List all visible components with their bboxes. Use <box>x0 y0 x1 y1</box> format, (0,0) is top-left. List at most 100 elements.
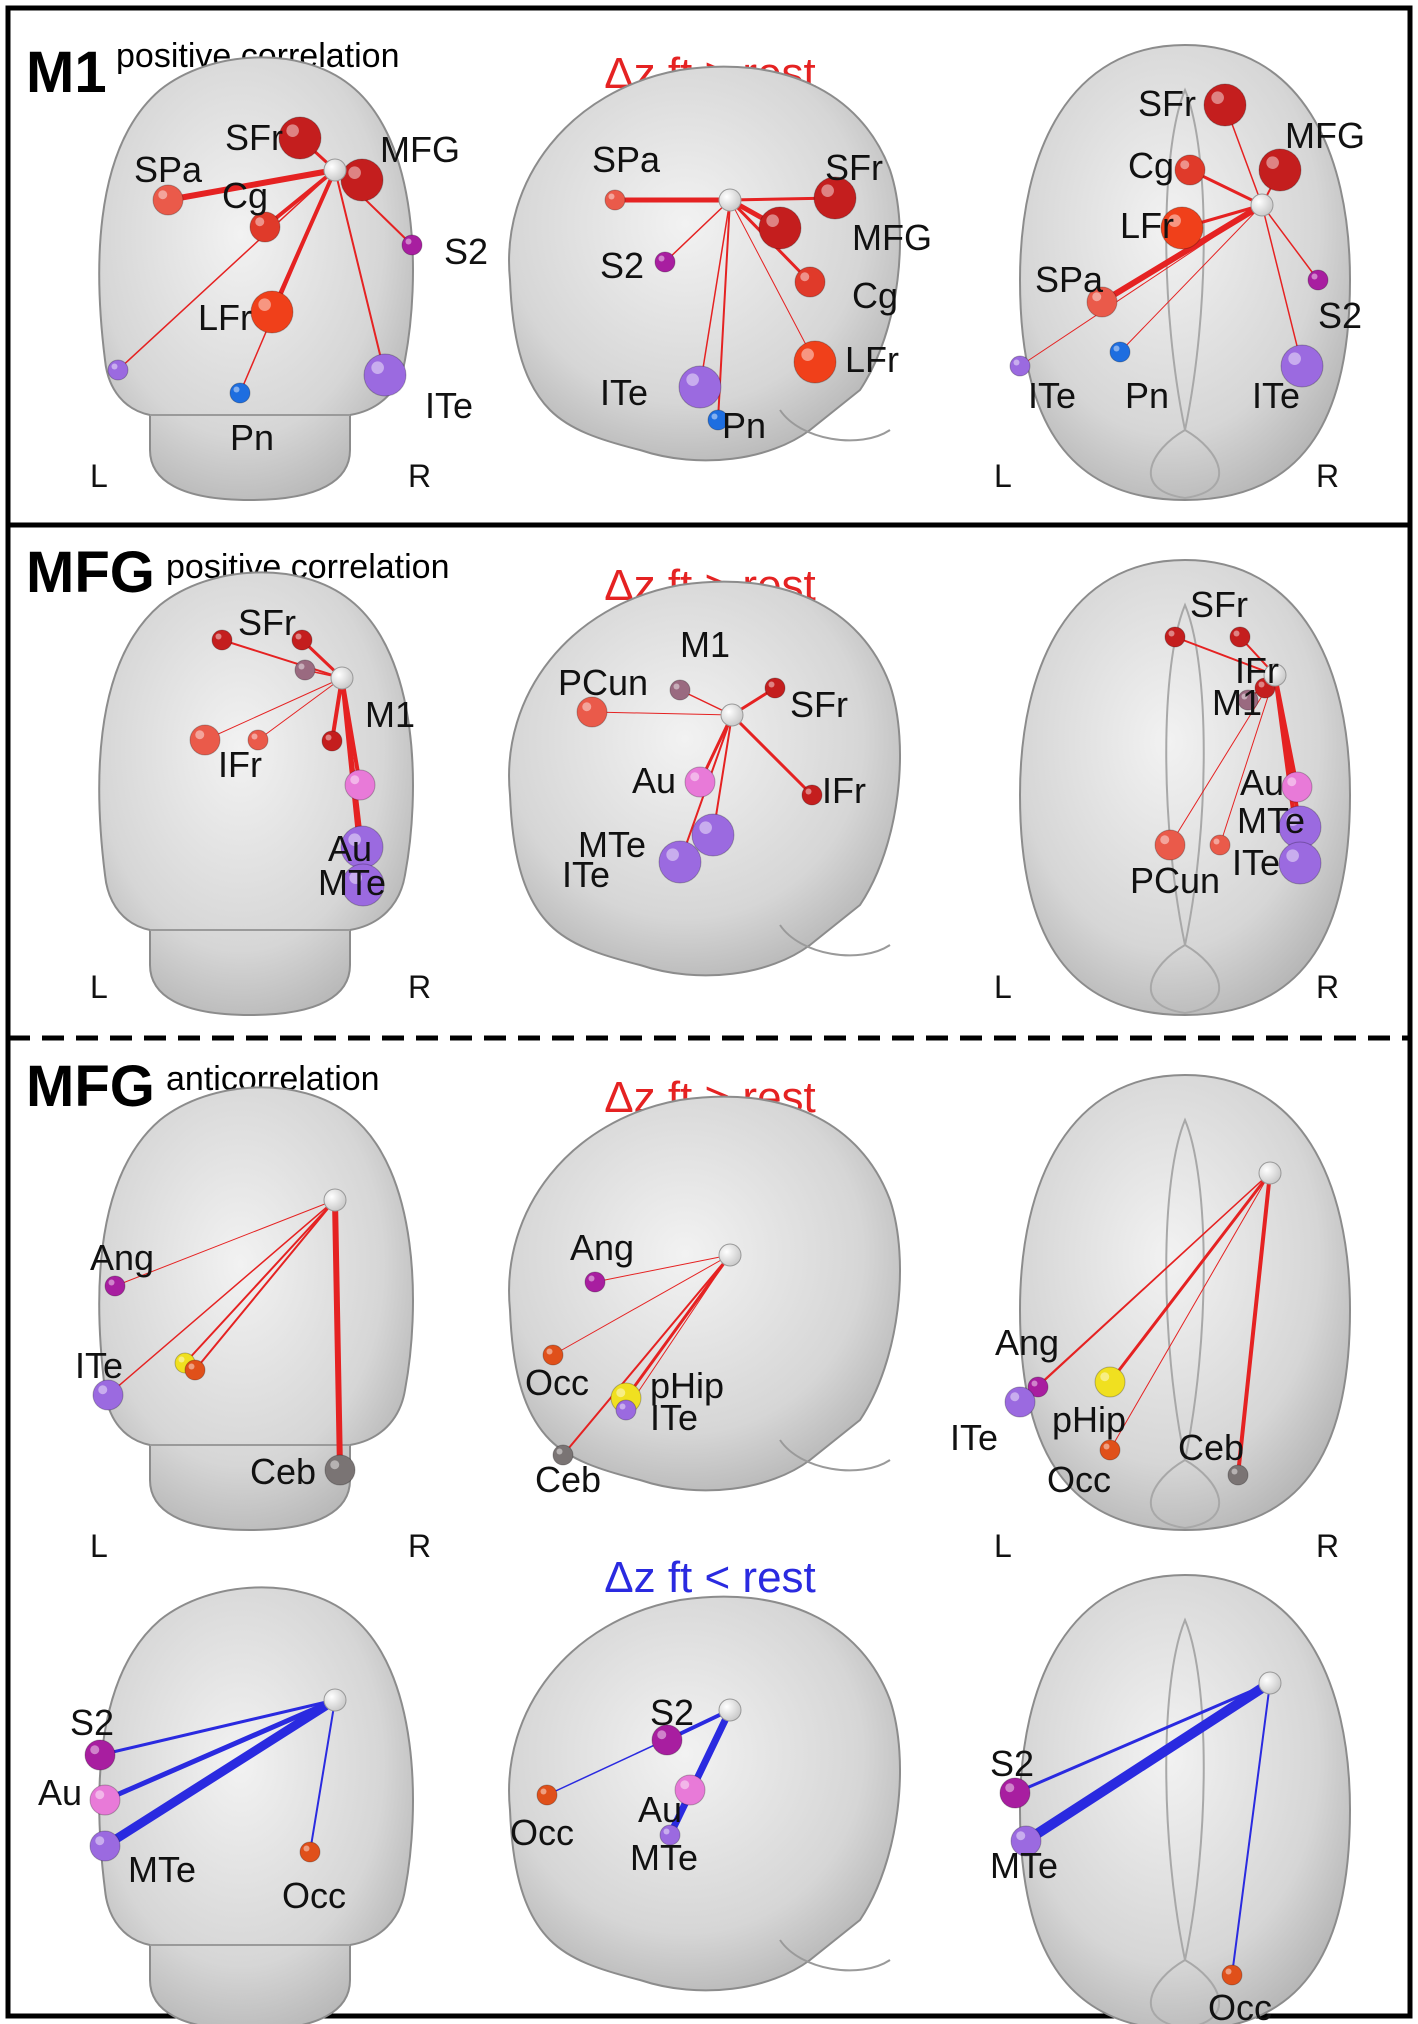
node-highlight <box>1016 1831 1026 1841</box>
node-highlight <box>690 772 700 782</box>
seed-node <box>323 1688 347 1712</box>
region-label: LFr <box>198 297 252 338</box>
node-highlight <box>608 193 615 200</box>
node-highlight <box>1213 838 1220 845</box>
seed-title: MFG <box>26 1054 155 1119</box>
connection-edge <box>114 1199 336 1287</box>
node-highlight <box>768 681 775 688</box>
connection-edge <box>664 199 731 263</box>
node-highlight <box>1287 777 1297 787</box>
seed-node <box>323 158 347 182</box>
connection-edge <box>1013 1681 1272 1795</box>
seed-node <box>1258 1671 1282 1695</box>
node-highlight <box>1231 1468 1238 1475</box>
node-highlight <box>801 348 814 361</box>
region-node <box>1010 1825 1042 1857</box>
node-highlight <box>286 124 299 137</box>
region-label: PCun <box>1130 860 1220 901</box>
node-highlight <box>1113 345 1120 352</box>
region-label: Au <box>38 1772 82 1813</box>
node-highlight <box>195 730 205 740</box>
region-label: S2 <box>70 1702 114 1743</box>
connection-edge <box>1019 1172 1271 1403</box>
region-label: MTe <box>318 862 386 903</box>
region-node <box>299 1841 321 1863</box>
node-highlight <box>686 373 699 386</box>
region-label: Occ <box>282 1875 346 1916</box>
region-node <box>1209 834 1231 856</box>
node-highlight <box>1258 681 1265 688</box>
connection-edge <box>100 1695 340 1851</box>
connection-edge <box>257 677 343 741</box>
region-node <box>1094 1366 1126 1398</box>
node-highlight <box>805 788 812 795</box>
region-node <box>794 266 826 298</box>
connection-edge <box>184 1199 336 1364</box>
seed-node <box>718 1698 742 1722</box>
region-label: IFr <box>1235 650 1279 691</box>
connection-edge <box>1236 1171 1272 1477</box>
node-highlight <box>95 1836 105 1846</box>
left-label: L <box>994 1528 1012 1564</box>
node-highlight <box>111 363 118 370</box>
node-highlight <box>1168 630 1175 637</box>
node-highlight <box>699 821 712 834</box>
region-node <box>552 1444 574 1466</box>
node-highlight <box>330 1460 340 1470</box>
region-node <box>658 840 702 884</box>
connection-edge <box>1169 674 1276 846</box>
node-highlight <box>658 255 665 262</box>
region-node <box>401 234 423 256</box>
node-highlight <box>303 1845 310 1852</box>
region-label: S2 <box>990 1743 1034 1784</box>
node-highlight <box>1266 156 1279 169</box>
connection-edge <box>546 1709 731 1796</box>
connection-edge <box>666 1706 734 1839</box>
connection-edge <box>1099 202 1265 305</box>
region-label: Au <box>638 1789 682 1830</box>
connection-edge <box>624 1253 732 1400</box>
left-label: L <box>994 458 1012 494</box>
region-label: ITe <box>950 1417 998 1458</box>
node-highlight <box>711 413 718 420</box>
region-label: ITe <box>600 372 648 413</box>
region-node <box>684 766 716 798</box>
region-node <box>291 629 313 651</box>
region-node <box>1160 206 1204 250</box>
connection-edge <box>1019 204 1263 367</box>
right-label: R <box>1316 1528 1339 1564</box>
connection-edge <box>591 711 733 716</box>
node-highlight <box>1092 292 1102 302</box>
right-label: R <box>1316 458 1339 494</box>
left-label: L <box>90 1528 108 1564</box>
connection-edge <box>1119 204 1263 353</box>
region-label: MTe <box>630 1837 698 1878</box>
region-node <box>189 724 221 756</box>
region-label: ITe <box>75 1345 123 1386</box>
left-label: L <box>90 458 108 494</box>
region-node <box>1280 344 1324 388</box>
region-label: ITe <box>425 385 473 426</box>
connection-edge <box>263 168 337 229</box>
node-highlight <box>1180 160 1190 170</box>
region-node <box>340 158 384 202</box>
node-highlight <box>821 184 834 197</box>
node-highlight <box>349 871 362 884</box>
region-node <box>250 290 294 334</box>
region-label: Ang <box>995 1322 1059 1363</box>
region-node <box>363 353 407 397</box>
node-highlight <box>298 663 305 670</box>
right-label: R <box>1316 969 1339 1005</box>
region-label: SFr <box>790 684 848 725</box>
region-label: Pn <box>230 417 274 458</box>
region-label: MTe <box>578 824 646 865</box>
region-label: LFr <box>1120 205 1174 246</box>
region-label: Cg <box>222 175 268 216</box>
node-highlight <box>258 298 271 311</box>
